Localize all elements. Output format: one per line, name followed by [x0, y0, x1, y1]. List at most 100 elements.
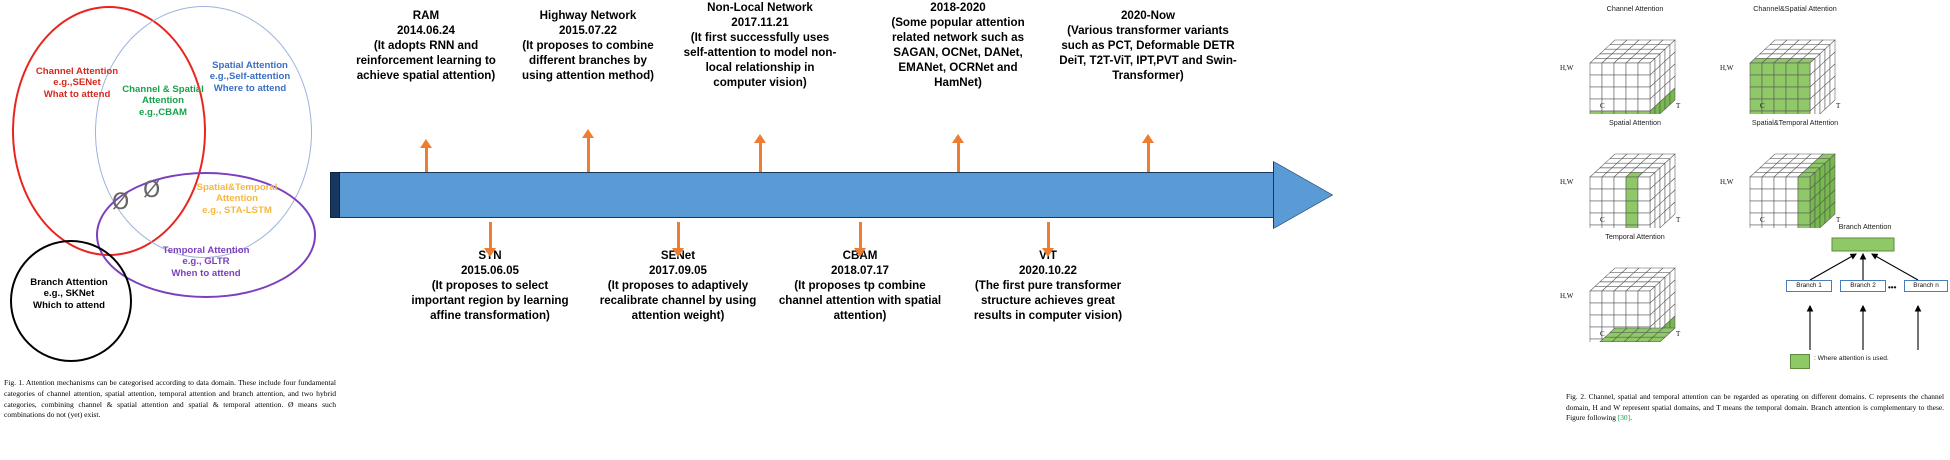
timeline-connector-arrow-top-5 — [1146, 143, 1150, 172]
figure-1-caption: Fig. 1. Attention mechanisms can be cate… — [4, 378, 336, 420]
timeline-event-title: 2020-Now — [1120, 9, 1176, 22]
timeline-event-title: Highway Network — [539, 9, 637, 22]
timeline-event-description: (It proposes to adaptively recalibrate c… — [599, 279, 757, 323]
arrow-head-icon — [582, 129, 594, 138]
legend-text: : Where attention is used. — [1814, 355, 1889, 362]
cube-axis-label-c: C — [1760, 216, 1765, 224]
branch-attention-title: Branch Attention — [1838, 222, 1892, 231]
timeline-event-date: 2018.07.17 — [830, 264, 890, 278]
branch-attention-svg — [1806, 237, 1922, 350]
legend-swatch-icon — [1790, 354, 1810, 369]
branch-attention-diagram: Branch Attention Branch 1 Branch 2 ••• B… — [1780, 222, 1950, 382]
arrow-head-icon — [420, 139, 432, 148]
timeline-event-description: (It first successfully uses self-attenti… — [683, 31, 837, 90]
cube-svg — [1589, 39, 1676, 114]
cube-axis-label-hw: H,W — [1560, 64, 1574, 72]
timeline-connector-arrow-bottom-1 — [488, 222, 492, 248]
timeline-event-top-5: 2020-Now (Various transformer variants su… — [1058, 8, 1238, 83]
timeline-connector-arrow-bottom-3 — [858, 222, 862, 248]
timeline-connector-arrow-top-3 — [758, 143, 762, 172]
timeline-event-top-4: 2018-2020 (Some popular attention related… — [878, 0, 1038, 90]
figure-2-caption-pre: Fig. 2. Channel, spatial and temporal at… — [1566, 392, 1944, 423]
timeline-event-top-1: RAM 2014.06.24(It adopts RNN and reinforc… — [351, 8, 501, 83]
cube-axis-label-c: C — [1600, 216, 1605, 224]
branch-ellipsis: ••• — [1888, 283, 1897, 292]
cube-axis-label-c: C — [1760, 102, 1765, 110]
timeline-event-description: (Various transformer variants such as PC… — [1059, 24, 1237, 83]
timeline-axis — [330, 161, 1340, 229]
branch-node-n: Branch n — [1904, 280, 1948, 292]
cube-axis-label-c: C — [1600, 102, 1605, 110]
cube-svg — [1749, 39, 1836, 114]
figure-2-caption-post: . — [1630, 413, 1632, 423]
arrow-head-icon — [1142, 134, 1154, 143]
timeline-event-description: (Some popular attention related network … — [891, 16, 1025, 90]
timeline-event-description: (It proposes tp combine channel attentio… — [778, 279, 942, 323]
cube-title: Spatial&Temporal Attention — [1751, 118, 1839, 127]
cube-axis-label-hw: H,W — [1560, 178, 1574, 186]
timeline-event-description: (The first pure transformer structure ac… — [973, 279, 1123, 323]
timeline-event-date: 2014.06.24 — [396, 24, 456, 38]
timeline-bar — [336, 172, 1288, 218]
cube-axis-label-t: T — [1836, 216, 1841, 224]
timeline-event-title: Non-Local Network — [707, 1, 813, 14]
cube-svg — [1589, 153, 1676, 228]
timeline-connector-arrow-top-4 — [956, 143, 960, 172]
timeline-connector-arrow-bottom-2 — [676, 222, 680, 248]
arrow-head-icon — [854, 248, 866, 257]
branch-node-1: Branch 1 — [1786, 280, 1832, 292]
cube-svg — [1589, 267, 1676, 342]
timeline-event-title: RAM — [412, 9, 440, 22]
cube-axis-label-t: T — [1836, 102, 1841, 110]
timeline-event-title: 2018-2020 — [930, 1, 986, 14]
arrow-head-icon — [672, 248, 684, 257]
arrow-head-icon — [484, 248, 496, 257]
cube-axis-label-t: T — [1676, 216, 1681, 224]
timeline-event-description: (It adopts RNN and reinforcement learnin… — [356, 39, 496, 83]
figure-2-caption: Fig. 2. Channel, spatial and temporal at… — [1566, 392, 1944, 424]
cube-title: Channel Attention — [1606, 4, 1664, 13]
cube-axis-label-hw: H,W — [1560, 292, 1574, 300]
cube-svg — [1749, 153, 1836, 228]
cube-axis-label-hw: H,W — [1720, 178, 1734, 186]
venn-ellipse-temporal — [96, 172, 316, 298]
arrow-head-icon — [754, 134, 766, 143]
cube-title: Channel&Spatial Attention — [1753, 4, 1837, 13]
timeline-event-description: (It proposes to select important region … — [411, 279, 569, 323]
timeline-panel: RAM 2014.06.24(It adopts RNN and reinforc… — [330, 0, 1360, 460]
timeline-event-date: 2015.07.22 — [558, 24, 618, 38]
figure-2-caption-citation: [30] — [1617, 413, 1631, 423]
empty-set-icon-2: Ø — [143, 178, 161, 203]
timeline-event-date: 2017.09.05 — [648, 264, 708, 278]
timeline-start-cap — [330, 172, 340, 218]
venn-circle-branch — [10, 240, 132, 362]
cube-title: Spatial Attention — [1609, 118, 1661, 127]
timeline-connector-arrow-top-1 — [424, 148, 428, 172]
timeline-arrowhead-icon — [1274, 162, 1332, 228]
cube-axis-label-t: T — [1676, 330, 1681, 338]
arrow-head-icon — [1042, 248, 1054, 257]
timeline-connector-arrow-top-2 — [586, 138, 590, 172]
cube-axis-label-c: C — [1600, 330, 1605, 338]
cube-title: Temporal Attention — [1605, 232, 1665, 241]
timeline-connector-arrow-bottom-4 — [1046, 222, 1050, 248]
